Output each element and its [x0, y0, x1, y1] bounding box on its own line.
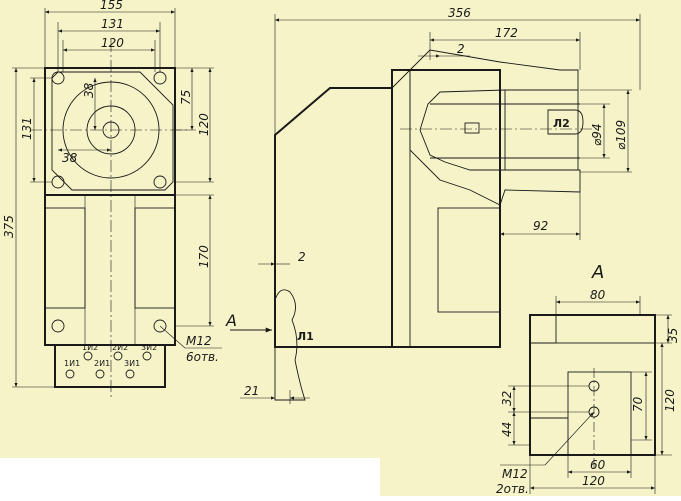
label-l1: Л1 — [297, 330, 314, 343]
dim-120-right: 120 — [197, 113, 211, 136]
dim-21: 21 — [244, 384, 259, 398]
terminal-label-3i2: 3И2 — [141, 343, 157, 352]
base-hole-left — [51, 319, 65, 333]
dim-75: 75 — [179, 90, 193, 105]
blank-area — [0, 458, 380, 496]
terminal-label-1i2: 1И2 — [82, 343, 98, 352]
dim-35: 35 — [666, 328, 680, 343]
dim-60: 60 — [590, 458, 606, 472]
bushing-section — [274, 289, 306, 401]
dim-dia-109: ⌀109 — [614, 120, 628, 150]
dim-131-top: 131 — [101, 17, 124, 31]
dim-38-v: 38 — [82, 82, 96, 98]
dim-172: 172 — [495, 26, 518, 40]
dim-70: 70 — [631, 396, 645, 412]
side-view: Л2 Л1 A — [225, 6, 641, 404]
view-a-plate — [567, 371, 632, 456]
terminals — [65, 351, 152, 379]
dim-356: 356 — [448, 6, 471, 20]
flange-inner — [51, 71, 174, 191]
terminal-label-3i1: 3И1 — [124, 359, 140, 368]
dim-155: 155 — [100, 0, 123, 12]
dim-2-top: 2 — [457, 42, 465, 56]
note-2otv: 2отв. — [496, 482, 529, 496]
note-6otv: 6отв. — [186, 350, 219, 364]
note-m12-a: M12 — [502, 467, 528, 481]
dim-120-a-right: 120 — [663, 389, 677, 412]
dim-120-a-bottom: 120 — [582, 474, 605, 488]
terminal-block — [54, 344, 166, 388]
dim-dia-94: ⌀94 — [590, 124, 604, 147]
side-window — [437, 207, 501, 313]
dim-120-top: 120 — [101, 36, 124, 50]
terminal-label-2i2: 2И2 — [112, 343, 128, 352]
dim-38-h: 38 — [62, 151, 78, 165]
label-l2: Л2 — [553, 117, 570, 130]
dim-131-left: 131 — [20, 117, 34, 140]
terminal-label-1i1: 1И1 — [64, 359, 80, 368]
dim-2-bottom: 2 — [298, 250, 306, 264]
terminal-label-2i1: 2И1 — [94, 359, 110, 368]
dim-170: 170 — [197, 245, 211, 268]
dim-375: 375 — [2, 215, 16, 238]
view-a-title: A — [591, 262, 604, 283]
note-m12-left: M12 — [186, 334, 212, 348]
dim-92: 92 — [533, 219, 548, 233]
dim-44: 44 — [500, 422, 514, 437]
base-hole-right — [153, 319, 167, 333]
view-a: A — [496, 262, 680, 496]
dim-80: 80 — [590, 288, 606, 302]
hatched-section — [409, 49, 581, 206]
dim-32: 32 — [500, 391, 514, 406]
arrow-a-label: A — [225, 311, 237, 330]
front-view: 1И2 2И2 3И2 1И1 2И1 3И1 — [2, 0, 222, 400]
